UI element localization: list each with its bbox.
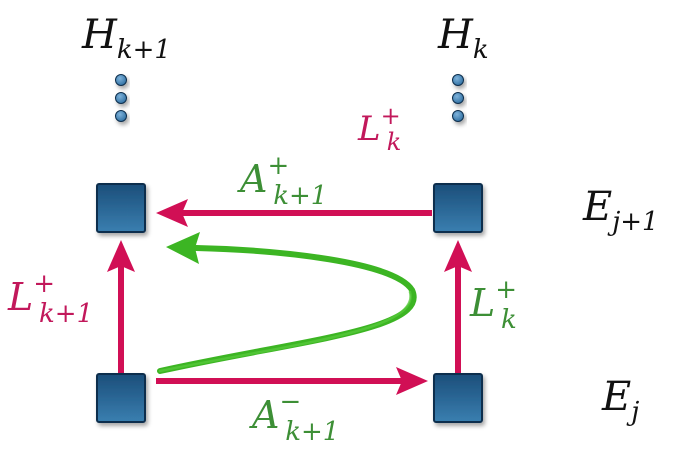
node-bottom-left <box>96 373 146 423</box>
arrow-bottom <box>156 367 428 395</box>
label-right-upper: L+k <box>357 102 401 156</box>
node-top-right <box>433 183 483 233</box>
label-right-arrow: L+k <box>469 275 517 335</box>
label-top-arrow: A+k+1 <box>237 151 327 211</box>
row-label-top: Ej+1 <box>582 184 659 237</box>
node-bottom-right <box>433 373 483 423</box>
right-ellipsis-dots <box>452 74 464 122</box>
arrow-top <box>156 199 432 227</box>
column-header-right: Hk <box>437 12 489 65</box>
label-bottom-arrow: A−k+1 <box>249 387 339 447</box>
arrow-left <box>107 240 135 373</box>
node-top-left <box>96 183 146 233</box>
arrow-right <box>444 240 472 373</box>
column-header-left: Hk+1 <box>81 12 171 65</box>
row-label-bottom: Ej <box>601 374 639 427</box>
curved-arrow <box>157 232 417 374</box>
left-ellipsis-dots <box>115 74 127 122</box>
label-left-arrow: L+k+1 <box>7 269 93 329</box>
